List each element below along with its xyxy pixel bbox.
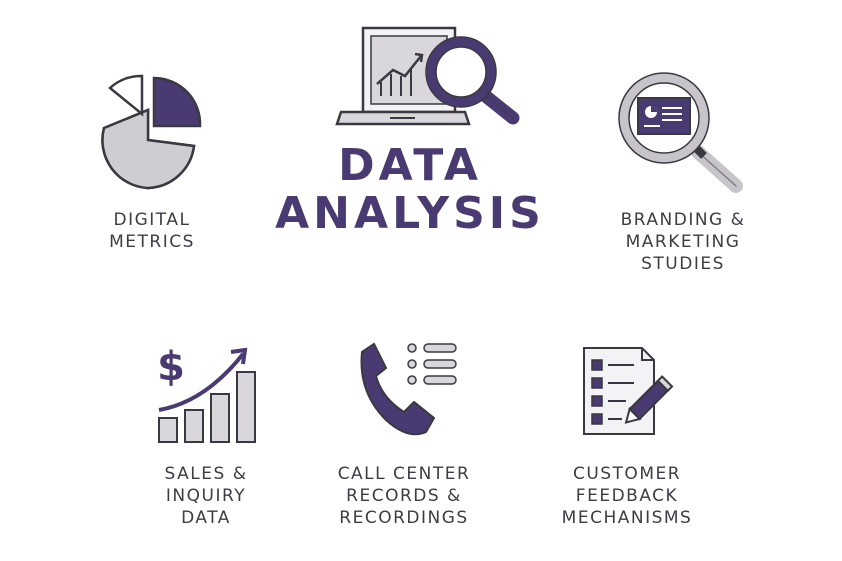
node-label: STUDIES — [641, 254, 725, 274]
node-label: DIGITAL — [113, 210, 191, 230]
magnifier-screen-icon — [618, 72, 743, 193]
page-title: DATA ANALYSIS — [275, 142, 545, 238]
node-label: SALES & — [164, 464, 248, 484]
laptop-magnifier-icon — [335, 26, 520, 126]
node-call-center: CALL CENTER RECORDS & RECORDINGS — [338, 463, 471, 529]
node-label: RECORDINGS — [339, 508, 469, 528]
node-label: MARKETING — [625, 232, 741, 252]
node-label: CALL CENTER — [337, 464, 471, 484]
title-line-2: ANALYSIS — [275, 188, 545, 239]
dollar-bar-chart-icon: $ — [157, 344, 256, 443]
node-branding-marketing: BRANDING & MARKETING STUDIES — [621, 209, 746, 275]
node-label: INQUIRY — [165, 486, 247, 506]
node-customer-feedback: CUSTOMER FEEDBACK MECHANISMS — [562, 463, 693, 529]
node-digital-metrics: DIGITAL METRICS — [109, 209, 195, 253]
checklist-pencil-icon — [583, 347, 674, 435]
svg-text:$: $ — [157, 344, 185, 390]
node-label: METRICS — [109, 232, 195, 252]
pie-chart-icon — [101, 74, 202, 190]
node-label: BRANDING & — [620, 210, 746, 230]
phone-list-icon — [360, 342, 457, 436]
title-line-1: DATA — [338, 140, 482, 191]
node-label: DATA — [181, 508, 231, 528]
node-label: CUSTOMER — [572, 464, 682, 484]
node-label: RECORDS & — [346, 486, 462, 506]
node-label: MECHANISMS — [561, 508, 693, 528]
node-label: FEEDBACK — [575, 486, 679, 506]
node-sales-inquiry: SALES & INQUIRY DATA — [165, 463, 248, 529]
